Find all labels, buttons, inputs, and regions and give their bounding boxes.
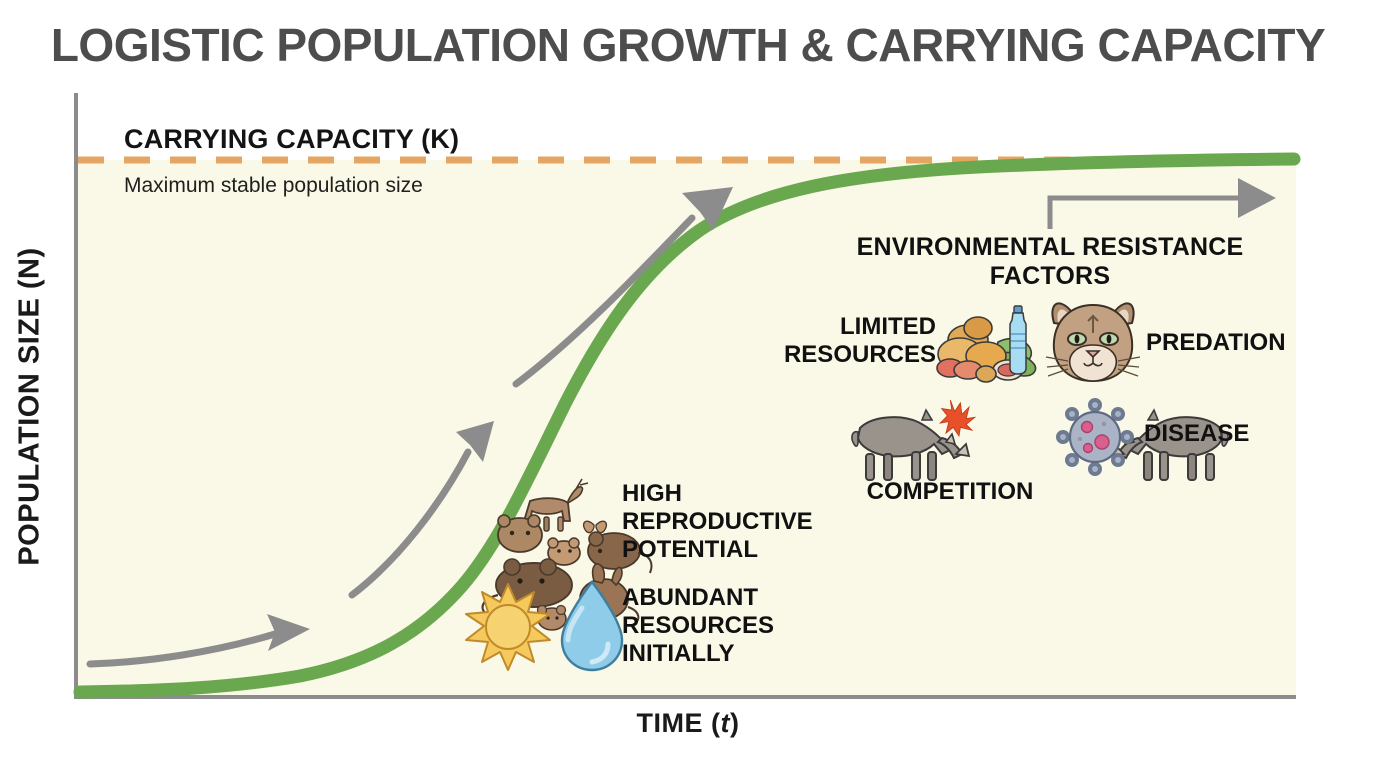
y-axis-label: POPULATION SIZE (N)	[13, 247, 46, 566]
y-axis-line	[74, 93, 78, 699]
high-reproductive-potential-label: HIGH REPRODUCTIVE POTENTIAL	[622, 480, 813, 563]
predation-label: PREDATION	[1146, 329, 1286, 356]
x-axis-label-variable: t	[720, 708, 730, 738]
abundant-resources-label: ABUNDANT RESOURCES INITIALLY	[622, 584, 775, 667]
x-axis-line	[74, 695, 1296, 699]
page-title: LOGISTIC POPULATION GROWTH & CARRYING CA…	[50, 19, 1326, 71]
carrying-capacity-subtext: Maximum stable population size	[124, 174, 423, 197]
carrying-capacity-heading: CARRYING CAPACITY (K)	[124, 124, 460, 154]
x-axis-label: TIME (t)	[0, 708, 1376, 739]
x-axis-label-close: )	[730, 708, 740, 738]
disease-label: DISEASE	[1144, 420, 1250, 447]
environmental-resistance-label: ENVIRONMENTAL RESISTANCE FACTORS	[856, 233, 1244, 290]
competition-label: COMPETITION	[866, 478, 1034, 505]
limited-resources-label: LIMITED RESOURCES	[783, 313, 936, 368]
x-axis-label-main: TIME (	[636, 708, 721, 738]
